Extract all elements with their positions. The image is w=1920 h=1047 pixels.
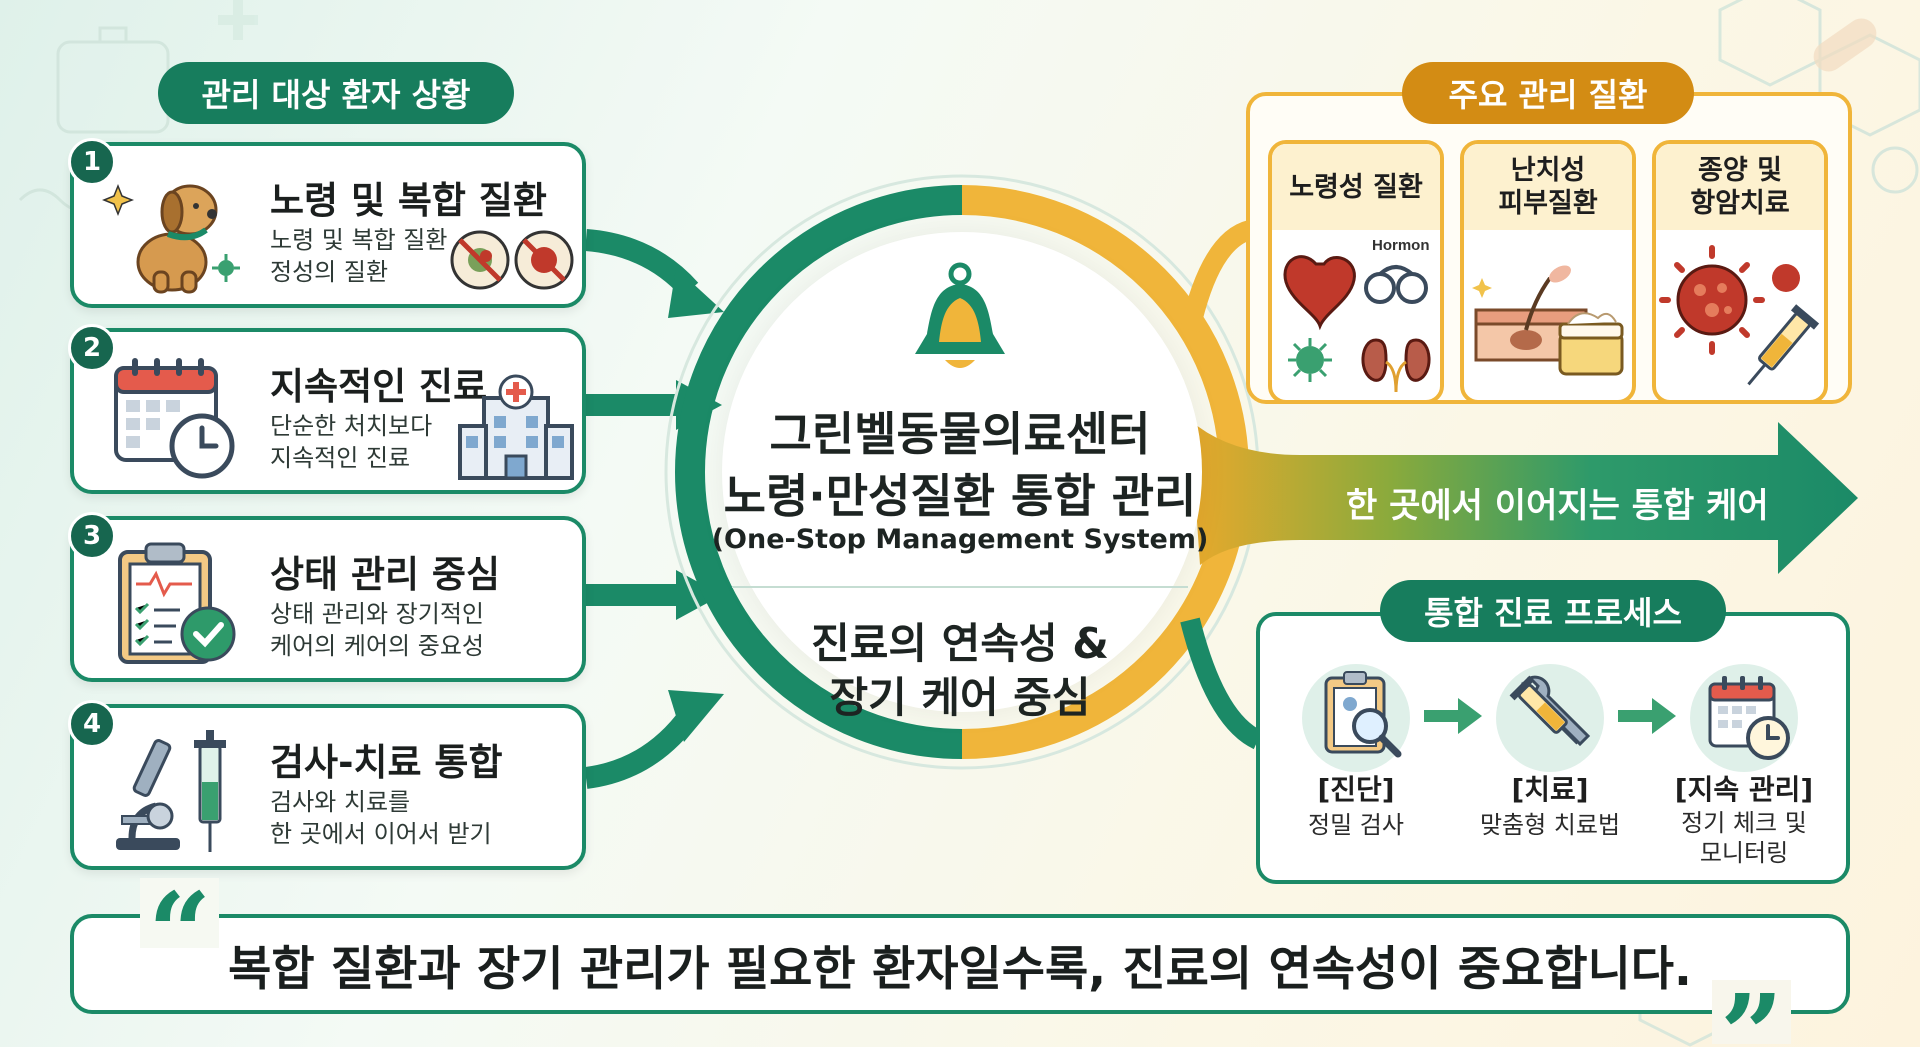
card-description-line: 정성의 질환: [270, 258, 389, 286]
integrated-care-arrow-label: 한 곳에서 이어지는 통합 케어: [1346, 486, 1769, 526]
key-diseases-header-label: 주요 관리 질환: [1448, 76, 1648, 114]
microscope-syringe-icon: [116, 730, 226, 852]
left-panel-header-label: 관리 대상 환자 상황: [201, 76, 471, 114]
card-description: 단순한 처치보다 지속적인 진료: [270, 410, 432, 474]
disease-card-skin: 난치성 피부질환: [1460, 140, 1636, 404]
step-arrow: [1424, 698, 1482, 734]
skin-treatment-icon: [1472, 265, 1624, 376]
card-description-line: 단순한 처치보다: [270, 412, 433, 440]
step-diagnosis-label: [진단]: [1317, 773, 1395, 806]
step-treatment-label: [치료]: [1511, 773, 1589, 806]
virus-no-icon: [450, 230, 574, 290]
card-description-line: 노령 및 복합 질환: [270, 226, 448, 254]
step-arrow: [1618, 698, 1676, 734]
quote-close-mark: ”: [1712, 980, 1792, 1044]
disease-card-title-line: 항암치료: [1690, 188, 1790, 219]
card-title: 상태 관리 중심: [270, 553, 501, 596]
quote-box: [70, 914, 1850, 1014]
disease-card-title-line: 난치성: [1510, 155, 1586, 186]
quote-text: 복합 질환과 장기 관리가 필요한 환자일수록, 진료의 연속성이 중요합니다.: [228, 941, 1692, 997]
card-title: 지속적인 진료: [270, 365, 488, 408]
center-focus-line-1: 진료의 연속성 &: [811, 619, 1109, 668]
disease-card-title-line: 종양 및: [1698, 155, 1782, 186]
step-description-line: 맞춤형 치료법: [1479, 811, 1621, 839]
disease-card-title-line: 노령성 질환: [1289, 171, 1423, 203]
step-description-line: 정기 체크 및: [1681, 809, 1807, 837]
hormone-label: Hormon: [1372, 237, 1430, 254]
card-description-line: 상태 관리와 장기적인: [270, 600, 484, 628]
process-header-label: 통합 진료 프로세스: [1424, 594, 1682, 632]
wrench-syringe-icon: [1509, 675, 1591, 747]
diagnosis-icon: [1324, 671, 1402, 758]
disease-card-title: 종양 및 항암치료: [1656, 144, 1824, 230]
card-title: 노령 및 복합 질환: [270, 179, 547, 222]
card-description-line: 지속적인 진료: [270, 444, 411, 472]
card-description: 노령 및 복합 질환 정성의 질환: [270, 224, 447, 288]
center-title-line-2: 노령·만성질환 통합 관리: [723, 469, 1197, 523]
card-description: 검사와 치료를 한 곳에서 이어서 받기: [270, 786, 492, 850]
step-treatment-description: 맞춤형 치료법: [1450, 810, 1650, 840]
center-subtitle: (One-Stop Management System): [711, 524, 1209, 555]
card-title: 검사-치료 통합: [270, 741, 503, 784]
dog-icon: [102, 183, 240, 294]
center-title-line-1: 그린벨동물의료센터: [769, 407, 1151, 461]
center-focus-line-2: 장기 케어 중심: [829, 673, 1091, 722]
step-followup-label: [지속 관리]: [1674, 773, 1814, 806]
disease-card-title: 노령성 질환: [1272, 144, 1440, 230]
cancer-cell-syringe-icon: [1659, 245, 1820, 386]
card-description-line: 검사와 치료를: [270, 788, 411, 816]
card-description-line: 케어의 케어의 중요성: [270, 632, 484, 660]
card-number: 3: [68, 512, 116, 560]
situation-card-1: 1 노령 및 복합 질환 노령 및 복합 질환 정성의 질환: [68, 138, 586, 308]
disease-card-title: 난치성 피부질환: [1464, 144, 1632, 230]
key-diseases-header: 주요 관리 질환: [1402, 62, 1694, 124]
situation-card-4: 4 검사-치료 통합 검사와 치료를 한 곳에서 이어서 받기: [68, 700, 586, 870]
hospital-icon: [458, 374, 574, 480]
step-description-line: 모니터링: [1699, 839, 1789, 867]
step-description-line: 정밀 검사: [1308, 811, 1404, 839]
step-followup-description: 정기 체크 및 모니터링: [1644, 808, 1844, 868]
card-description: 상태 관리와 장기적인 케어의 케어의 중요성: [270, 598, 484, 662]
step-diagnosis-description: 정밀 검사: [1256, 810, 1456, 840]
card-description-line: 한 곳에서 이어서 받기: [270, 820, 492, 848]
card-number: 1: [68, 138, 116, 186]
card-number: 2: [68, 324, 116, 372]
situation-card-2: 2 지속적인 진료 단순한 처치보다 지속적인 진료: [68, 324, 586, 494]
card-number: 4: [68, 700, 116, 748]
calendar-clock-icon: [114, 358, 235, 479]
situation-card-3: 3 상태 관리 중심 상태 관리와 장기적인 케어의 케어의 중요성: [68, 512, 586, 682]
process-header: 통합 진료 프로세스: [1380, 580, 1726, 642]
disease-card-tumor: 종양 및 항암치료: [1652, 140, 1828, 404]
quote-open-mark: “: [140, 878, 220, 948]
center-divider: [732, 586, 1188, 588]
clipboard-check-icon: [118, 542, 236, 664]
disease-card-geriatric: 노령성 질환 Hormon: [1268, 140, 1444, 404]
bell-icon: [915, 262, 1005, 368]
disease-card-title-line: 피부질환: [1498, 188, 1598, 219]
calendar-clock-icon: [1708, 676, 1790, 760]
left-panel-header: 관리 대상 환자 상황: [158, 62, 514, 124]
organs-icon: Hormon: [1283, 237, 1431, 393]
